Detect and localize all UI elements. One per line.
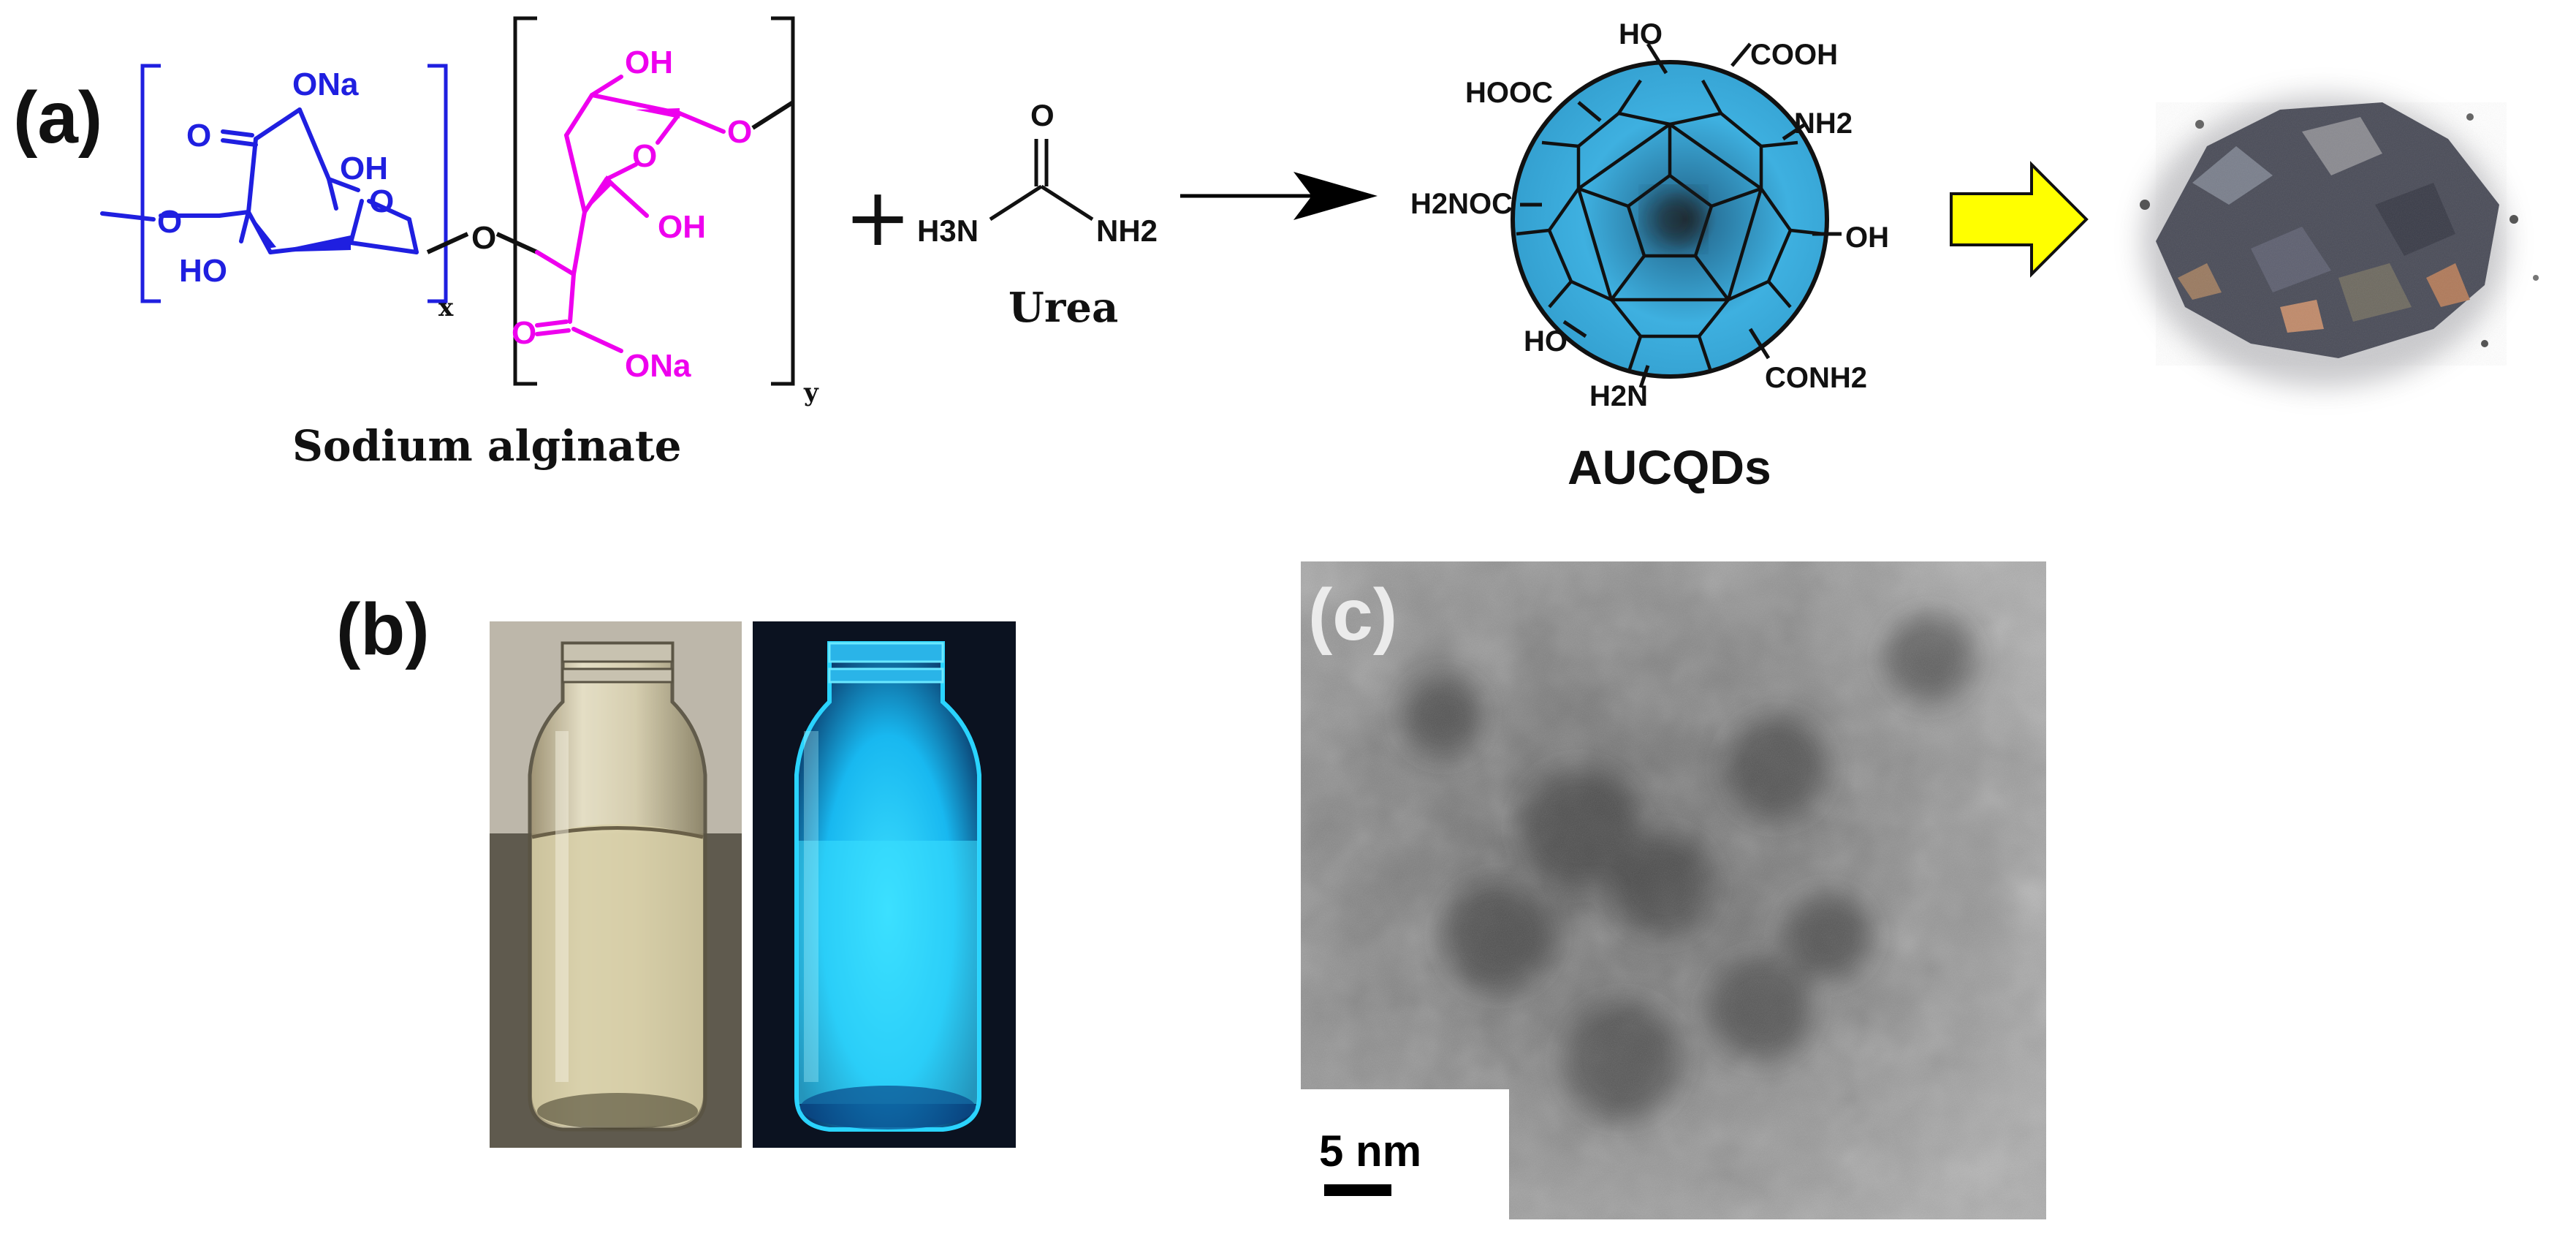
oh-label: OH — [340, 151, 388, 186]
wedge-bond — [248, 212, 276, 249]
urea-nh2-label: NH2 — [1096, 213, 1158, 248]
panel-c-label: (c) — [1308, 574, 1397, 656]
qd-group-h2noc: H2NOC — [1410, 188, 1513, 220]
quantum-dot — [1511, 60, 1829, 379]
qd-group-conh2: CONH2 — [1765, 362, 1867, 394]
right-o-label: O — [727, 114, 752, 150]
ho-label: HO — [179, 253, 227, 289]
chain-bond — [751, 100, 794, 130]
yellow-arrow — [1950, 161, 2089, 278]
carbonyl-o-label: O — [186, 118, 211, 154]
qd-group-h2n: H2N — [1589, 380, 1648, 412]
urea-h3n-label: H3N — [917, 213, 979, 248]
alginate-name: Sodium alginate — [292, 421, 682, 471]
bridge-bond — [426, 232, 539, 254]
wedge-bond — [636, 108, 680, 118]
qd-group-ho-top: HO — [1619, 18, 1663, 50]
alginate-brackets — [140, 64, 448, 303]
qd-substituent-bonds — [1520, 42, 1842, 388]
wedge-bond — [270, 235, 351, 252]
qd-group-ho-bottom: HO — [1524, 325, 1568, 357]
scale-bar-label: 5 nm — [1319, 1127, 1421, 1176]
wedge-bond — [585, 175, 614, 212]
scale-bar — [1324, 1184, 1391, 1196]
reaction-arrowhead — [1293, 172, 1378, 220]
powder-image — [2140, 95, 2539, 387]
qd-name: AUCQDs — [1568, 440, 1771, 494]
carbonyl-o-label: O — [512, 315, 536, 351]
plus-sign: + — [844, 170, 911, 264]
ona-label: ONa — [625, 348, 691, 384]
urea-structure — [989, 139, 1094, 222]
ona-label: ONa — [292, 67, 359, 102]
left-o-label: O — [157, 204, 182, 240]
panel-b-label: (b) — [336, 589, 430, 670]
tem-image: 5 nm — [1301, 561, 2046, 1219]
qd-group-oh: OH — [1845, 222, 1889, 254]
alginate-unit-1 — [100, 107, 419, 254]
vial-photo-uv — [753, 621, 1016, 1148]
qd-group-hooc: HOOC — [1465, 77, 1553, 109]
bridge-o-label: O — [471, 220, 496, 256]
ring-o-label: O — [632, 138, 657, 174]
oh-label: OH — [658, 209, 706, 245]
qd-group-cooh: COOH — [1750, 39, 1838, 71]
subscript-y: y — [803, 378, 819, 407]
subscript-x: x — [438, 293, 454, 322]
qd-group-nh2: NH2 — [1794, 107, 1853, 140]
urea-name: Urea — [1008, 284, 1118, 332]
vial-photo-daylight — [490, 621, 742, 1148]
urea-o-label: O — [1030, 98, 1055, 132]
panel-a-label: (a) — [13, 77, 102, 159]
alginate-brackets-black — [513, 16, 795, 386]
ring-o-label: O — [369, 183, 394, 219]
oh-label: OH — [625, 45, 673, 80]
